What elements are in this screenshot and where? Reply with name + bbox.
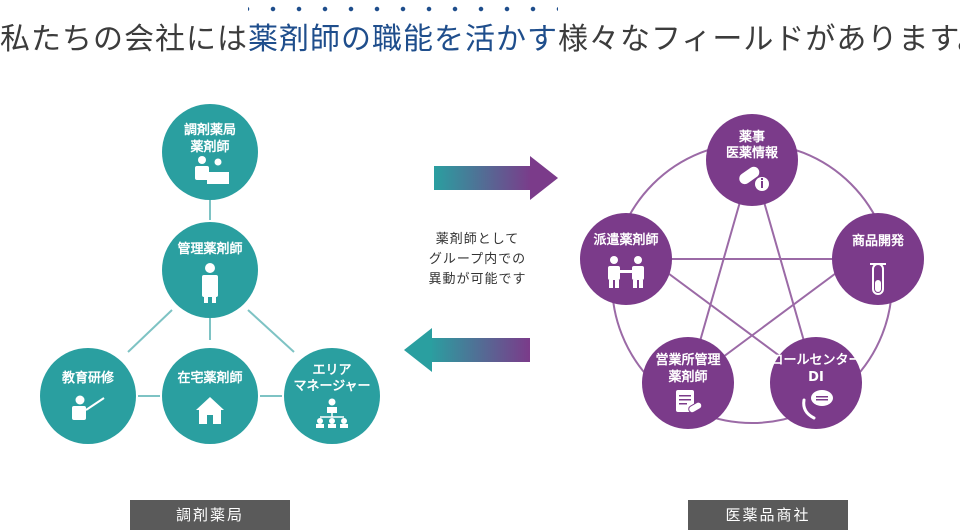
node-dispatch-pharmacist: 派遣薬剤師 (580, 213, 672, 305)
node-label: 医薬情報 (726, 145, 779, 161)
node-label: 派遣薬剤師 (593, 232, 658, 248)
headline: 私たちの会社には薬剤師の職能を活かす様々なフィールドがあります。 (0, 6, 960, 58)
node-label: 在宅薬剤師 (177, 370, 242, 386)
node-label: エリア (312, 363, 351, 378)
headline-pre: 私たちの会社には (0, 22, 248, 57)
test-tube-icon (870, 263, 886, 295)
node-label: 薬剤師 (667, 369, 707, 385)
node-label: 商品開発 (852, 233, 905, 249)
transfer-note: 薬剤師として グループ内での 異動が可能です (415, 230, 540, 290)
node-label: 管理薬剤師 (177, 241, 242, 257)
node-regulatory-drug-info: 薬事 医薬情報 (706, 114, 798, 206)
pharmacist-person-icon (202, 263, 218, 303)
handshake-icon (608, 256, 644, 288)
capsule-info-icon (739, 166, 769, 191)
node-product-development: 商品開発 (832, 213, 924, 305)
node-label: 薬剤師 (189, 139, 229, 155)
transfer-note-line: グループ内での (428, 252, 527, 267)
arrow-right (434, 156, 558, 200)
node-area-manager: エリア マネージャー (284, 348, 380, 444)
pharmacist-counter-icon (195, 156, 229, 184)
headline-post: 様々なフィールドがあります。 (558, 22, 960, 57)
house-icon (196, 397, 224, 424)
node-label: 営業所管理 (655, 352, 720, 368)
emphasis-dots (248, 6, 558, 12)
node-home-pharmacist: 在宅薬剤師 (162, 348, 258, 444)
phone-chat-icon (802, 390, 833, 420)
node-branch-manager-pharmacist: 営業所管理 薬剤師 (642, 337, 734, 429)
node-label: 調剤薬局 (184, 122, 236, 138)
node-label: DI (808, 370, 824, 385)
node-label: 教育研修 (61, 370, 115, 386)
node-pharmacy-pharmacist: 調剤薬局 薬剤師 (162, 104, 258, 200)
node-call-center-di: コールセンター DI (770, 337, 862, 429)
org-chart-icon (316, 398, 348, 428)
node-label: 薬事 (738, 129, 765, 145)
arrow-left (404, 328, 530, 372)
label-dispensing-pharmacy: 調剤薬局 (130, 500, 290, 530)
left-connectors (127, 198, 295, 397)
headline-highlight: 薬剤師の職能を活かす (248, 22, 558, 57)
transfer-note-line: 異動が可能です (428, 272, 527, 287)
node-label: コールセンター (770, 353, 861, 368)
node-managing-pharmacist: 管理薬剤師 (162, 222, 258, 318)
node-label: マネージャー (293, 379, 370, 394)
document-pill-icon (676, 390, 703, 414)
teacher-icon (72, 395, 105, 420)
transfer-note-line: 薬剤師として (435, 232, 520, 247)
label-pharma-wholesaler: 医薬品商社 (688, 500, 848, 530)
node-education-training: 教育研修 (40, 348, 136, 444)
